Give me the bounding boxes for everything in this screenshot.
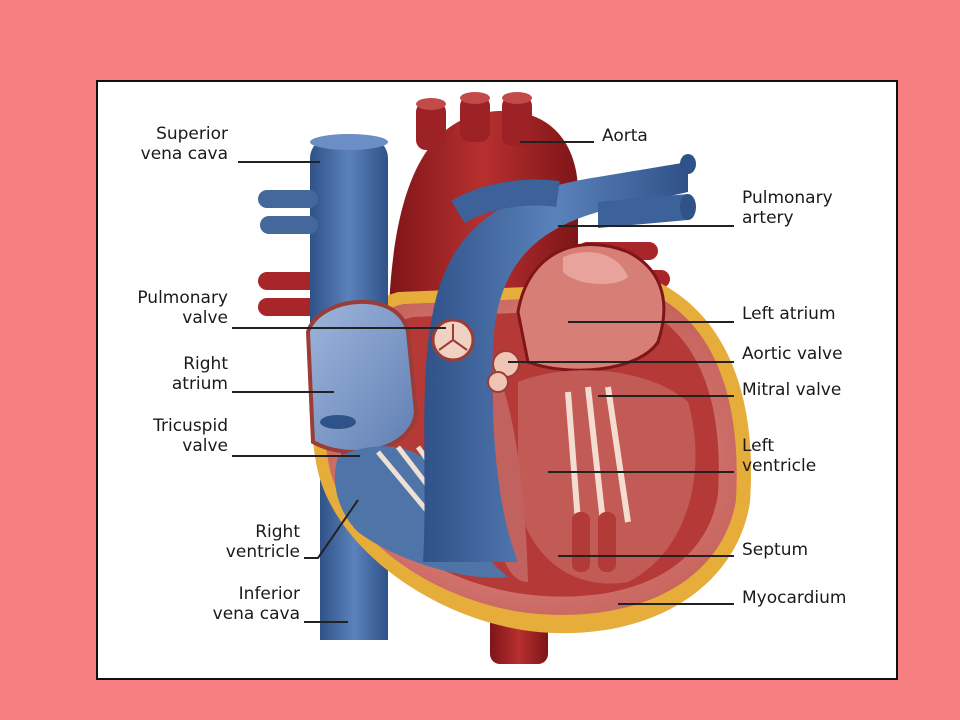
label-septum: Septum (742, 540, 809, 560)
label-inferior-vena-cava: Inferior vena cava (212, 584, 300, 624)
leader-lines (232, 141, 734, 623)
heart-illustration (232, 92, 752, 664)
pulmonary-artery-vessel (423, 154, 696, 562)
left-ventricle-chamber (518, 370, 696, 584)
label-aorta: Aorta (602, 126, 648, 146)
diagram-panel: Superior vena cava Pulmonary valve Right… (96, 80, 898, 680)
label-mitral-valve: Mitral valve (742, 380, 842, 400)
label-left-ventricle: Left ventricle (742, 436, 817, 476)
label-right-atrium: Right atrium (171, 354, 228, 394)
label-myocardium: Myocardium (742, 588, 847, 608)
right-atrium-chamber (305, 299, 419, 454)
label-pulmonary-artery: Pulmonary artery (742, 188, 833, 228)
label-tricuspid-valve: Tricuspid valve (153, 416, 228, 456)
left-atrium-chamber (516, 243, 666, 372)
pulmonary-valve-shape (431, 318, 475, 362)
label-left-atrium: Left atrium (742, 304, 836, 324)
label-right-ventricle: Right ventricle (225, 522, 300, 562)
label-pulmonary-valve: Pulmonary valve (137, 288, 228, 328)
label-superior-vena-cava: Superior vena cava (140, 124, 228, 164)
aortic-valve-shape (487, 350, 520, 393)
label-aortic-valve: Aortic valve (742, 344, 843, 364)
